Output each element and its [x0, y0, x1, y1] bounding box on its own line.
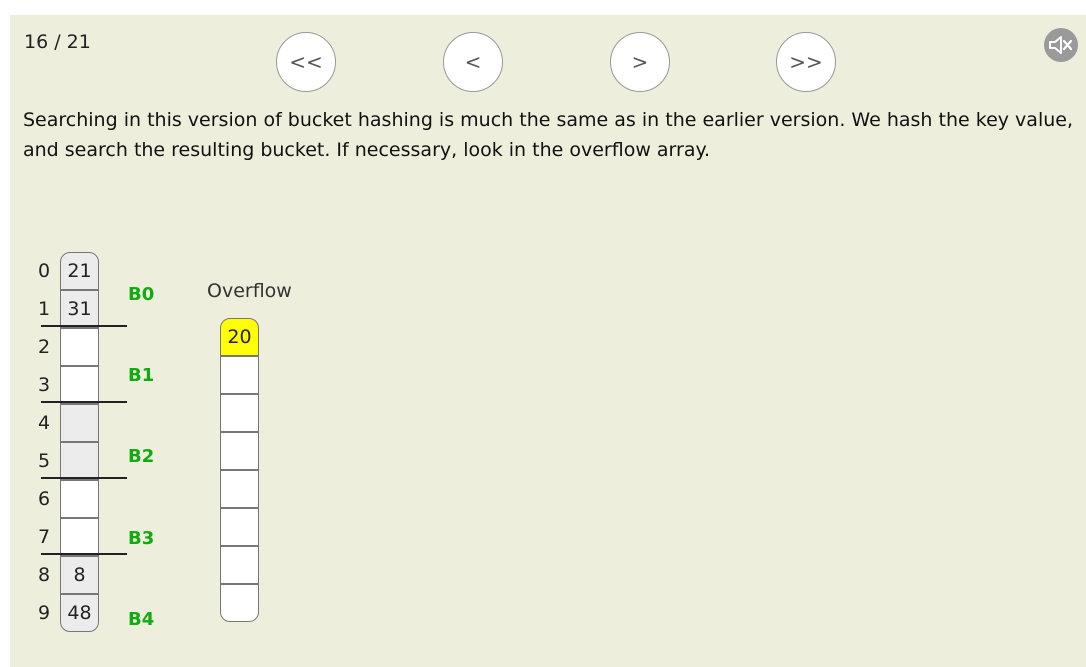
slot-index: 7 — [37, 526, 51, 548]
bucket-label: B0 — [128, 284, 155, 305]
slot-index: 1 — [37, 298, 51, 320]
slot-index: 8 — [37, 564, 51, 586]
slot-index: 5 — [37, 450, 51, 472]
hash-table-cell — [60, 404, 99, 442]
hash-table-cell: 21 — [60, 252, 99, 290]
overflow-title: Overflow — [207, 280, 292, 302]
next-slide-button[interactable]: > — [610, 32, 670, 92]
overflow-cell — [220, 470, 259, 508]
bucket-label: B4 — [128, 609, 155, 630]
hash-table-cell — [60, 328, 99, 366]
overflow-cell — [220, 432, 259, 470]
bucket-label: B3 — [128, 528, 155, 549]
slideshow-panel — [10, 15, 1086, 667]
bucket-separator — [41, 553, 127, 555]
last-slide-button[interactable]: >> — [776, 32, 836, 92]
speaker-mute-icon — [1049, 36, 1073, 54]
overflow-cell — [220, 394, 259, 432]
hash-table-cell: 8 — [60, 556, 99, 594]
hash-table-cell — [60, 480, 99, 518]
bucket-separator — [41, 401, 127, 403]
hash-table-cell — [60, 366, 99, 404]
overflow-cell: 20 — [220, 318, 259, 356]
first-slide-button[interactable]: << — [276, 32, 336, 92]
slot-index: 4 — [37, 412, 51, 434]
bucket-label: B1 — [128, 365, 155, 386]
overflow-cell — [220, 546, 259, 584]
slot-index: 6 — [37, 488, 51, 510]
slide-counter: 16 / 21 — [24, 31, 91, 53]
overflow-cell — [220, 356, 259, 394]
bucket-separator — [41, 325, 127, 327]
overflow-cell — [220, 584, 259, 622]
slot-index: 3 — [37, 374, 51, 396]
slide-description: Searching in this version of bucket hash… — [23, 109, 1073, 161]
overflow-cell — [220, 508, 259, 546]
hash-table-cell — [60, 518, 99, 556]
slot-index: 2 — [37, 336, 51, 358]
slot-index: 0 — [37, 260, 51, 282]
mute-audio-button[interactable] — [1044, 28, 1078, 62]
hash-table-cell: 48 — [60, 594, 99, 632]
previous-slide-button[interactable]: < — [443, 32, 503, 92]
hash-table-cell: 31 — [60, 290, 99, 328]
bucket-separator — [41, 477, 127, 479]
hash-table-cell — [60, 442, 99, 480]
slot-index: 9 — [37, 602, 51, 624]
bucket-label: B2 — [128, 446, 155, 467]
